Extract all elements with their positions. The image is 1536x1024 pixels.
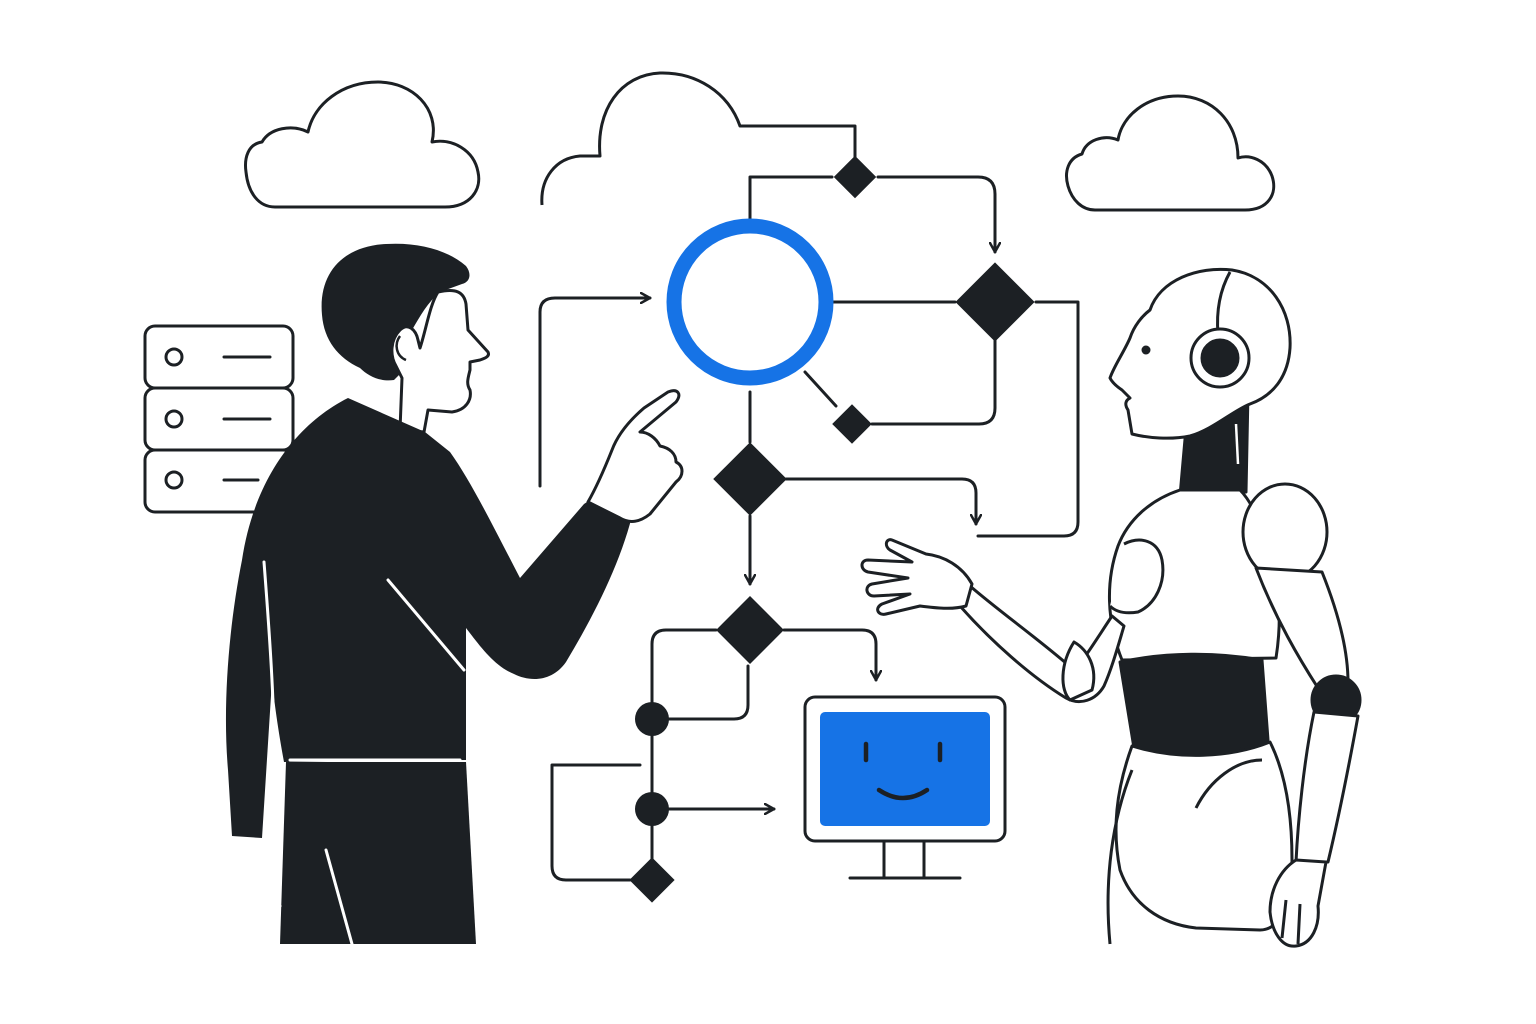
connector <box>784 477 976 526</box>
robot-chest-plate <box>1108 538 1165 615</box>
robot-leg-line <box>1194 758 1263 809</box>
robot-neck-highlight <box>1234 423 1240 465</box>
robot-palm <box>860 538 974 616</box>
server-light <box>164 347 184 367</box>
monitor-screen <box>820 712 990 826</box>
flowchart-decision-diamond <box>955 262 1035 342</box>
headphone-icon <box>1189 327 1251 389</box>
humanoid-robot-figure <box>860 267 1362 948</box>
flowchart-junction-dot <box>635 702 669 736</box>
flowchart-decision-diamond <box>832 404 872 444</box>
pant-crease <box>324 848 354 946</box>
person-figure <box>225 243 684 946</box>
sleeve-fold <box>386 578 466 672</box>
cloud-icon <box>244 80 481 209</box>
connector <box>782 628 876 682</box>
server-light <box>164 409 184 429</box>
connector <box>976 300 1080 538</box>
smile <box>876 787 930 801</box>
connector <box>876 175 995 254</box>
flowchart-decision-diamond <box>713 442 787 516</box>
cloud-icon <box>540 71 742 206</box>
robot-forearm-cuff <box>1061 640 1096 702</box>
connector <box>748 175 834 224</box>
person-torso <box>225 398 634 838</box>
connector <box>538 298 652 488</box>
connector <box>550 763 642 882</box>
pant-seam <box>263 838 282 908</box>
robot-finger <box>1280 899 1302 945</box>
flowchart-process-circle <box>666 218 834 386</box>
connector <box>738 124 857 160</box>
person-details <box>262 560 466 946</box>
connector <box>650 628 718 882</box>
robot-hips <box>1114 740 1294 932</box>
connector <box>803 370 838 408</box>
robot-forearm <box>1294 710 1360 864</box>
server-light <box>164 470 184 490</box>
sleeve-seam <box>262 560 276 752</box>
robot-leg-line <box>1106 769 1134 945</box>
flowchart-decision-diamond <box>833 155 877 199</box>
flowchart-decision-diamond <box>629 857 675 903</box>
person-hair <box>321 243 470 381</box>
person-hand <box>586 389 684 523</box>
robot-head-seam <box>1216 271 1232 335</box>
person-legs <box>280 762 476 944</box>
monitor-icon <box>803 695 1007 880</box>
server-rack-icon <box>143 324 295 514</box>
robot-extended-arm <box>958 584 1126 703</box>
flowchart-connectors <box>538 124 1080 882</box>
person-face <box>390 289 490 434</box>
robot-eye <box>1141 345 1151 355</box>
connector <box>666 664 750 721</box>
flowchart-decision-diamond <box>716 596 784 664</box>
smiley-face-icon <box>863 741 943 801</box>
flowchart-junction-dot <box>635 792 669 826</box>
robot-waist <box>1118 652 1270 757</box>
connector <box>870 338 997 426</box>
robot-shoulder <box>1241 482 1329 582</box>
cloud-icon <box>1065 94 1276 212</box>
person-ear <box>395 335 407 362</box>
clouds <box>244 71 1276 212</box>
